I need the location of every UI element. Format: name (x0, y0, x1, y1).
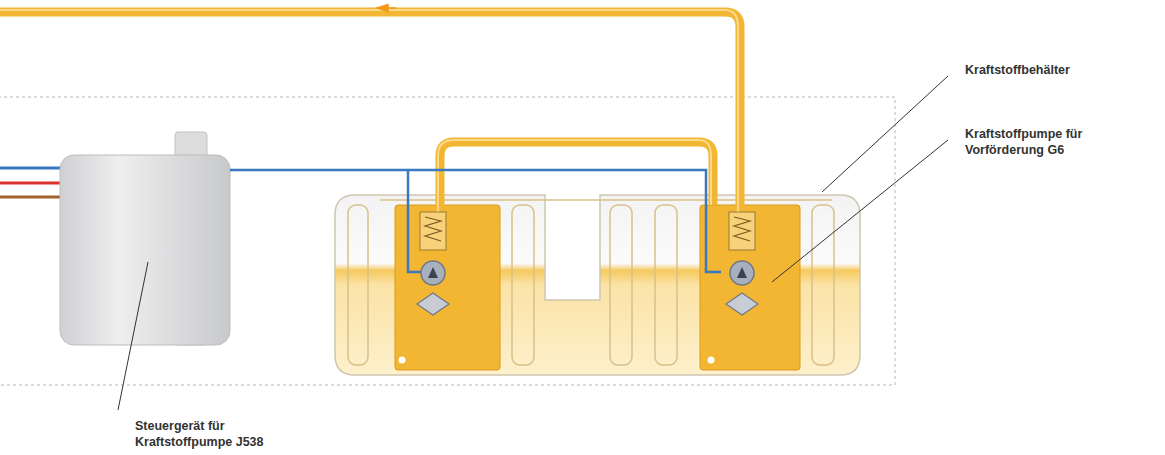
pipe-highlights (0, 10, 738, 222)
pump-symbol (708, 212, 759, 364)
wire-red (0, 182, 64, 185)
system-boundary (0, 97, 895, 385)
wire-brown (0, 196, 64, 199)
pump-symbols (399, 212, 759, 364)
part-label: Kraftstoffpumpe für Vorförderung G6 (965, 126, 1145, 158)
part-label: Steuergerät für Kraftstoffpumpe J538 (135, 418, 300, 450)
signal-wires (230, 170, 721, 272)
flow-arrow (377, 5, 396, 12)
fuel-pipes (0, 12, 740, 222)
leader-lines (118, 76, 948, 410)
wire-blue (0, 167, 64, 170)
control-unit (60, 155, 230, 345)
pump-symbol (399, 212, 450, 364)
pump-compartments (395, 205, 800, 370)
fuel-tank (335, 195, 860, 375)
part-label: Kraftstoffbehälter (965, 62, 1155, 78)
